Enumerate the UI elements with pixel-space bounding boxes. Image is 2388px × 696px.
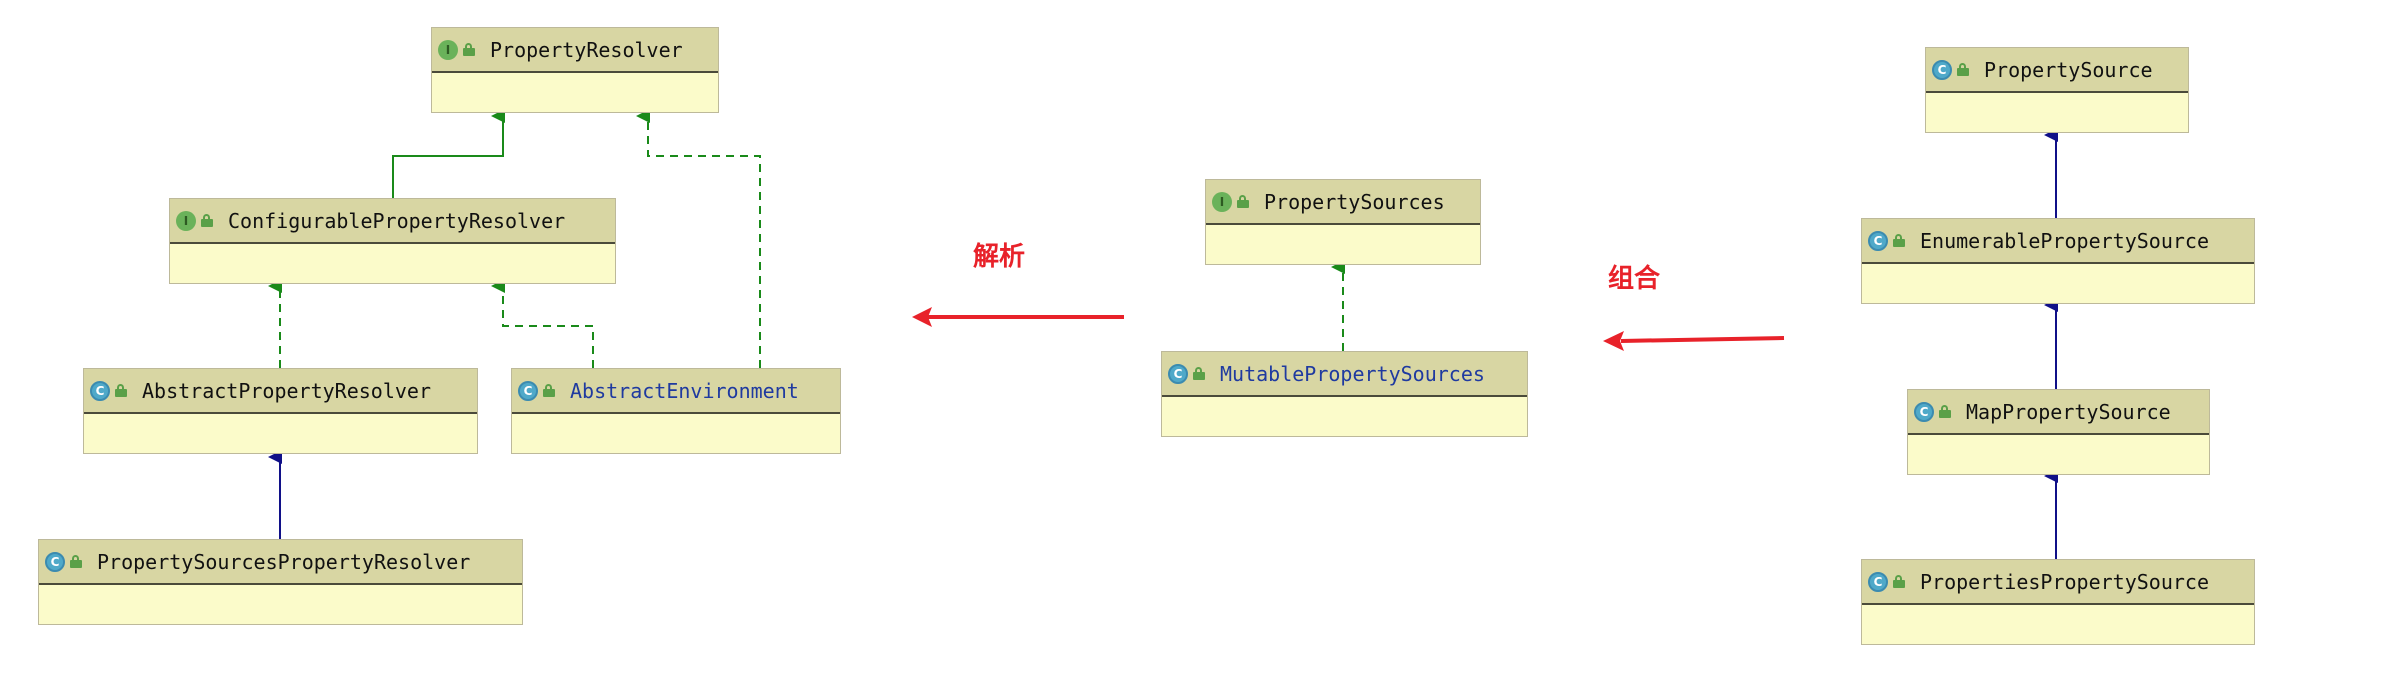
- node-header: C EnumerablePropertySource: [1862, 219, 2254, 264]
- interface-icon: I: [176, 210, 196, 231]
- public-access-icon: [201, 214, 214, 227]
- node-label: PropertySources: [1264, 189, 1445, 214]
- node-label: PropertyResolver: [490, 37, 683, 62]
- class-icon: C: [1914, 401, 1934, 422]
- node-propertysource[interactable]: C PropertySource: [1925, 47, 2189, 133]
- compose-label: 组合: [1608, 264, 1661, 294]
- node-header: C MutablePropertySources: [1162, 352, 1527, 397]
- node-header: C AbstractPropertyResolver: [84, 369, 477, 414]
- edge-environment-to-propertyresolver: [636, 109, 761, 368]
- node-abstractenvironment[interactable]: C AbstractEnvironment: [511, 368, 841, 454]
- public-access-icon: [1939, 405, 1952, 418]
- node-header: I ConfigurablePropertyResolver: [170, 199, 615, 244]
- public-access-icon: [1193, 367, 1206, 380]
- node-configurablepropertyresolver[interactable]: I ConfigurablePropertyResolver: [169, 198, 616, 284]
- interface-icon: I: [1212, 191, 1232, 212]
- compose-arrowhead: [1603, 331, 1624, 351]
- node-header: C AbstractEnvironment: [512, 369, 840, 414]
- node-propertiespropertysource[interactable]: C PropertiesPropertySource: [1861, 559, 2255, 645]
- class-icon: C: [1168, 363, 1188, 384]
- node-mappropertysource[interactable]: C MapPropertySource: [1907, 389, 2210, 475]
- public-access-icon: [1893, 234, 1906, 247]
- node-header: C PropertySourcesPropertyResolver: [39, 540, 522, 585]
- node-header: C PropertySource: [1926, 48, 2188, 93]
- compose-arrow: [1620, 336, 1785, 343]
- node-header: C MapPropertySource: [1908, 390, 2209, 435]
- node-label: PropertySource: [1984, 57, 2153, 82]
- node-propertysourcespropertyresolver[interactable]: C PropertySourcesPropertyResolver: [38, 539, 523, 625]
- public-access-icon: [1957, 63, 1970, 76]
- public-access-icon: [463, 43, 476, 56]
- node-label: PropertySourcesPropertyResolver: [97, 549, 471, 574]
- class-icon: C: [45, 551, 65, 572]
- node-label: MutablePropertySources: [1220, 361, 1485, 386]
- parse-label: 解析: [973, 242, 1026, 272]
- node-label: ConfigurablePropertyResolver: [228, 208, 566, 233]
- public-access-icon: [543, 384, 556, 397]
- class-icon: C: [1868, 230, 1888, 251]
- interface-icon: I: [438, 39, 458, 60]
- node-mutablepropertysources[interactable]: C MutablePropertySources: [1161, 351, 1528, 437]
- public-access-icon: [70, 555, 83, 568]
- node-label: MapPropertySource: [1966, 399, 2171, 424]
- node-label: AbstractPropertyResolver: [142, 378, 431, 403]
- public-access-icon: [1893, 575, 1906, 588]
- public-access-icon: [115, 384, 128, 397]
- node-propertysources[interactable]: I PropertySources: [1205, 179, 1481, 265]
- edge-environment-to-configurable: [491, 279, 594, 368]
- node-enumerablepropertysource[interactable]: C EnumerablePropertySource: [1861, 218, 2255, 304]
- node-label: AbstractEnvironment: [570, 378, 799, 403]
- edge-configurable-to-propertyresolver: [392, 109, 505, 198]
- node-abstractpropertyresolver[interactable]: C AbstractPropertyResolver: [83, 368, 478, 454]
- node-label: EnumerablePropertySource: [1920, 228, 2209, 253]
- public-access-icon: [1237, 195, 1250, 208]
- parse-arrowhead: [912, 307, 932, 327]
- class-icon: C: [1932, 59, 1952, 80]
- class-icon: C: [90, 380, 110, 401]
- node-header: C PropertiesPropertySource: [1862, 560, 2254, 605]
- node-label: PropertiesPropertySource: [1920, 569, 2209, 594]
- node-header: I PropertyResolver: [432, 28, 718, 73]
- class-icon: C: [518, 380, 538, 401]
- node-header: I PropertySources: [1206, 180, 1480, 225]
- class-icon: C: [1868, 571, 1888, 592]
- node-propertyresolver[interactable]: I PropertyResolver: [431, 27, 719, 113]
